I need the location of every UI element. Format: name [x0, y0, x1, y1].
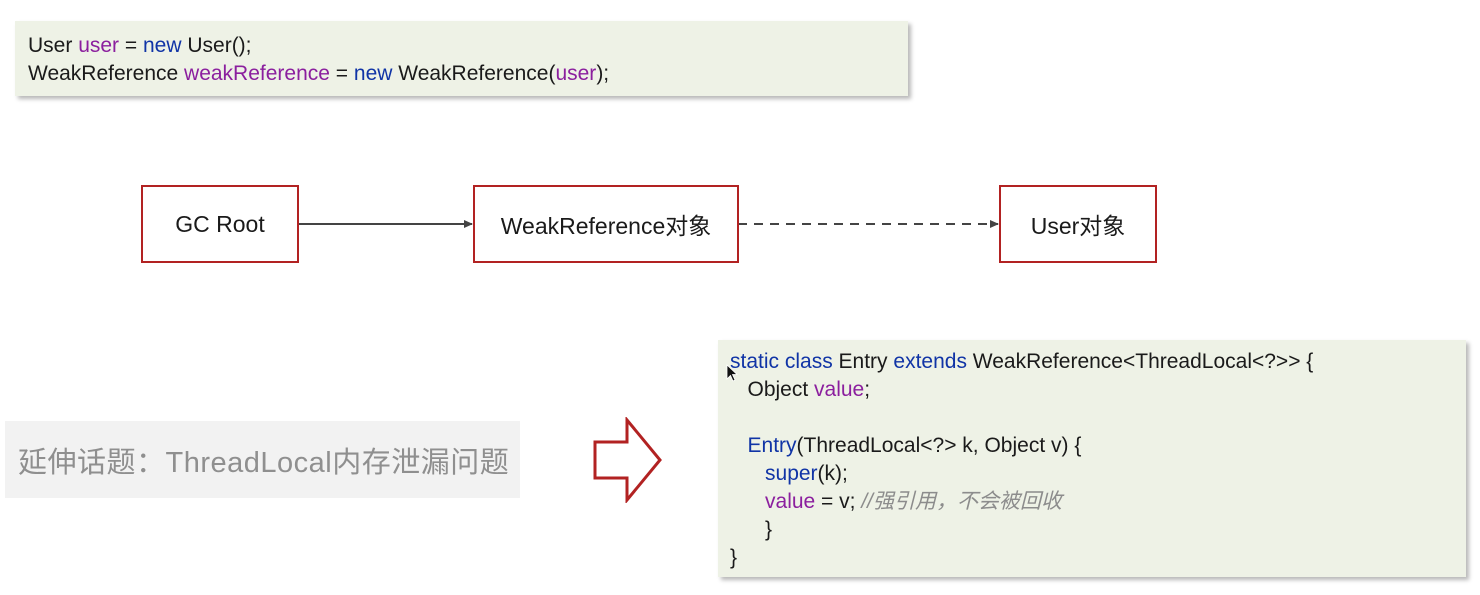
- code-token: );: [596, 62, 610, 85]
- code-token: =: [329, 62, 354, 85]
- code-token: new: [353, 62, 393, 85]
- code-token: }: [730, 518, 773, 541]
- code-token: [730, 490, 765, 513]
- code-line: super(k);: [730, 461, 848, 487]
- code-line: static class Entry extends WeakReference…: [730, 349, 1313, 375]
- node-weakreference-object: WeakReference对象: [473, 185, 739, 263]
- code-line: Object value;: [730, 377, 871, 403]
- code-token: //强引用，不会被回收: [861, 490, 1062, 513]
- code-token: (ThreadLocal<?> k, Object v) {: [796, 434, 1082, 457]
- topic-banner: 延伸话题：ThreadLocal内存泄漏问题: [5, 421, 520, 498]
- node-label: GC Root: [175, 210, 265, 237]
- code-token: WeakReference: [28, 62, 185, 85]
- code-token: super: [765, 462, 818, 485]
- code-token: weakReference: [184, 62, 330, 85]
- code-line: User user = new User();: [28, 33, 252, 59]
- code-snippet-entry-class: static class Entry extends WeakReference…: [718, 340, 1466, 577]
- code-token: = v;: [815, 490, 862, 513]
- node-label: WeakReference对象: [500, 213, 712, 239]
- code-token: ;: [864, 378, 871, 401]
- topic-label: 延伸话题：ThreadLocal内存泄漏问题: [18, 446, 510, 479]
- code-token: value: [814, 378, 865, 401]
- code-token: [730, 434, 748, 457]
- node-label: User对象: [1030, 213, 1126, 239]
- code-token: Entry: [832, 350, 894, 373]
- code-line: }: [730, 517, 772, 543]
- code-token: static class: [730, 350, 833, 373]
- code-token: extends: [893, 350, 967, 373]
- code-snippet-weakreference: User user = new User(); WeakReference we…: [15, 21, 908, 96]
- node-user-object: User对象: [999, 185, 1157, 263]
- code-token: user: [78, 34, 120, 57]
- code-token: WeakReference<ThreadLocal<?>> {: [966, 350, 1314, 373]
- code-token: WeakReference(: [392, 62, 556, 85]
- code-token: value: [765, 490, 816, 513]
- code-token: User();: [181, 34, 252, 57]
- code-token: =: [119, 34, 143, 57]
- node-gc-root: GC Root: [141, 185, 299, 263]
- code-token: [730, 462, 765, 485]
- code-token: }: [730, 546, 738, 569]
- code-token: (k);: [817, 462, 848, 485]
- code-token: Object: [730, 378, 815, 401]
- code-token: User: [28, 34, 79, 57]
- code-line: }: [730, 545, 737, 571]
- code-line: WeakReference weakReference = new WeakRe…: [28, 61, 609, 87]
- mouse-cursor-icon: [726, 364, 738, 382]
- hollow-right-arrow-icon: [593, 417, 662, 503]
- code-token: Entry: [747, 434, 797, 457]
- code-line: value = v; //强引用，不会被回收: [730, 489, 1062, 515]
- code-token: new: [142, 34, 182, 57]
- code-line: Entry(ThreadLocal<?> k, Object v) {: [730, 433, 1082, 459]
- code-token: user: [555, 62, 597, 85]
